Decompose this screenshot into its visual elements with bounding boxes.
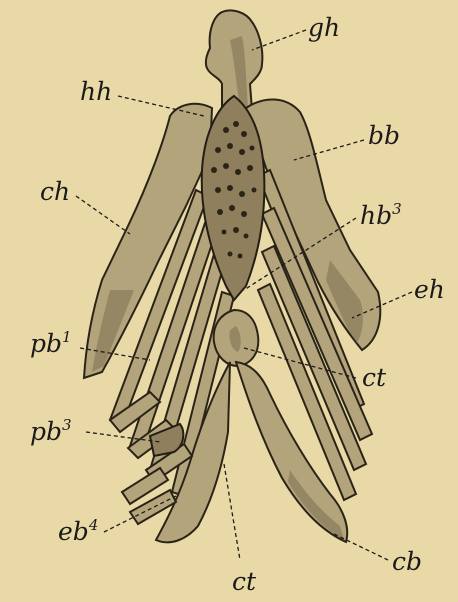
label-pb3: pb3 [30, 416, 72, 446]
label-hb3: hb3 [360, 200, 402, 230]
label-pb1: pb1 [30, 328, 72, 358]
label-ct-right: ct [362, 363, 387, 392]
leader-cb [334, 534, 388, 560]
label-bb: bb [368, 121, 400, 150]
label-ct-bottom: ct [232, 567, 257, 596]
label-eb4: eb4 [58, 516, 98, 546]
label-hh: hh [80, 77, 112, 106]
label-gh: gh [308, 13, 340, 42]
leader-ct-bottom [224, 464, 240, 560]
label-cb: cb [392, 547, 422, 576]
label-ch: ch [40, 177, 70, 206]
label-eh: eh [414, 275, 445, 304]
leader-ch [76, 196, 130, 234]
